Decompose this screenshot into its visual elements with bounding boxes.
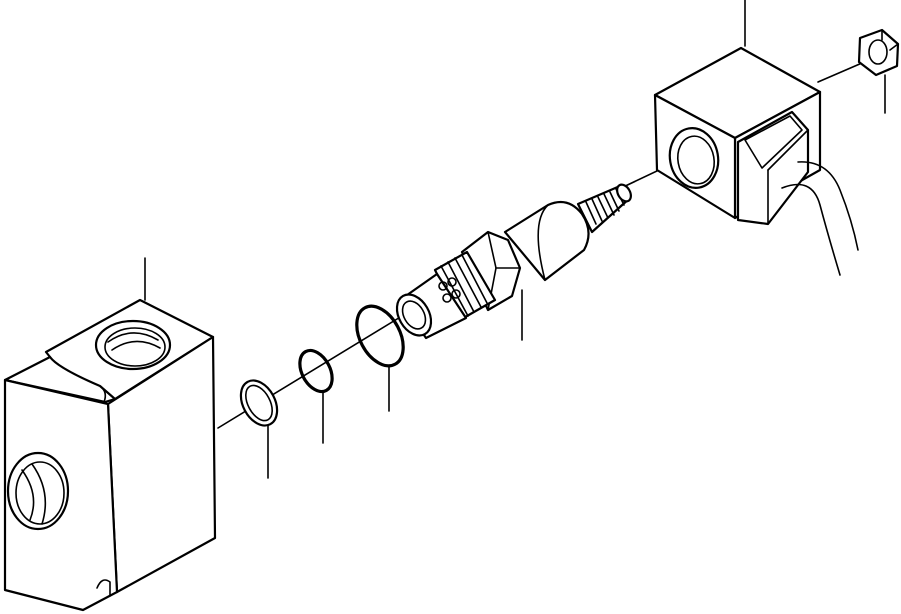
o-ring-small xyxy=(298,348,334,444)
o-ring-large xyxy=(355,304,405,412)
hex-nut xyxy=(857,28,900,114)
valve-block xyxy=(3,257,217,612)
backup-ring xyxy=(239,379,279,479)
solenoid-cartridge-valve xyxy=(395,183,632,341)
solenoid-coil xyxy=(653,0,859,276)
